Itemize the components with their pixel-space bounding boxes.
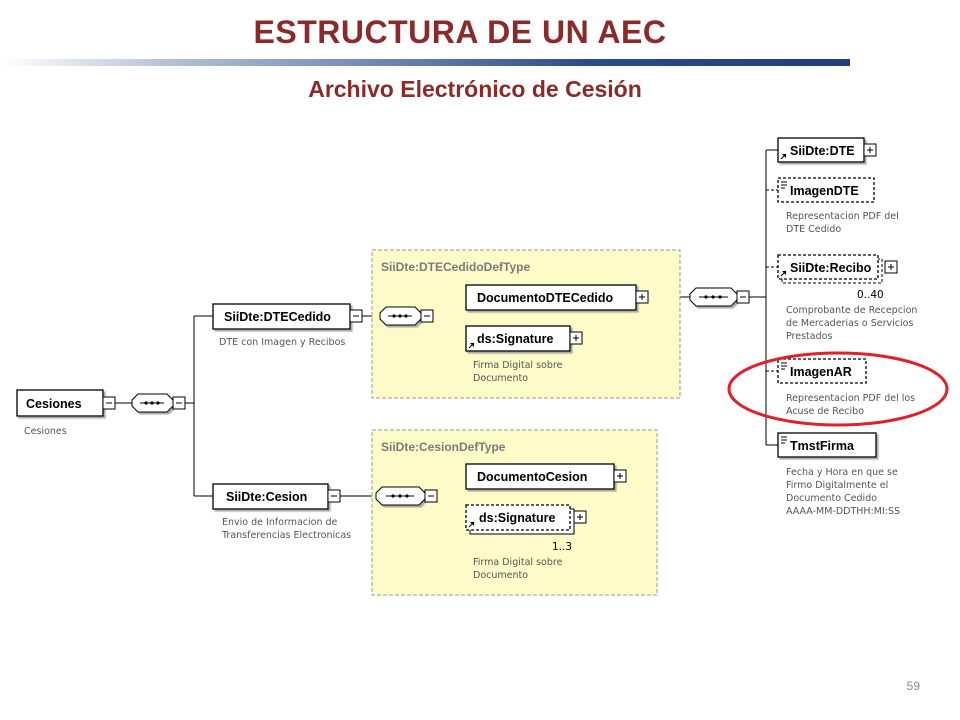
node-cesiones[interactable]: Cesiones (16, 389, 116, 417)
slide-subtitle: Archivo Electrónico de Cesión (308, 76, 642, 102)
node-imagen-ar[interactable]: ImagenAR (777, 358, 867, 384)
optional-connectors (766, 189, 778, 372)
signature-cesion-annotation-2: Documento (473, 570, 528, 581)
signature-cesion-annotation-1: Firma Digital sobre (473, 557, 563, 568)
signature-dte-annotation-1: Firma Digital sobre (473, 360, 563, 371)
svg-text:ds:Signature: ds:Signature (477, 332, 553, 346)
svg-text:ds:Signature: ds:Signature (479, 511, 555, 525)
svg-text:SiiDte:Cesion: SiiDte:Cesion (226, 490, 307, 504)
node-signature-cesion[interactable]: ds:Signature (465, 504, 587, 535)
expand-icon[interactable] (569, 331, 583, 345)
dte-cedido-type-label: SiiDte:DTECedidoDefType (381, 260, 530, 274)
svg-text:ImagenAR: ImagenAR (790, 365, 852, 379)
recibo-cardinality: 0..40 (857, 289, 884, 301)
signature-dte-annotation-2: Documento (473, 373, 528, 384)
sequence-compositor-icon[interactable] (379, 306, 434, 326)
node-imagen-dte[interactable]: ImagenDTE (777, 177, 875, 203)
element-text-icon (781, 436, 787, 444)
tmst-firma-annotation-1: Fecha y Hora en que se (786, 467, 898, 478)
reference-arrow-icon (468, 342, 475, 349)
svg-text:SiiDte:DTE: SiiDte:DTE (790, 144, 855, 158)
reference-arrow-icon (780, 270, 787, 277)
highlight-ellipse (727, 351, 949, 427)
signature-cesion-cardinality: 1..3 (552, 541, 572, 553)
node-sii-recibo[interactable]: SiiDte:Recibo (777, 254, 898, 284)
page-number: 59 (906, 679, 920, 693)
slide-title: ESTRUCTURA DE UN AEC (253, 14, 667, 50)
reference-arrow-icon (780, 153, 787, 160)
cesion-type-label: SiiDte:CesionDefType (381, 440, 506, 454)
node-sii-dte[interactable]: SiiDte:DTE (777, 137, 877, 163)
sequence-compositor-icon[interactable] (375, 486, 438, 506)
tmst-firma-annotation-4: AAAA-MM-DDTHH:MI:SS (786, 506, 900, 517)
node-documento-cesion[interactable]: DocumentoCesion (465, 463, 627, 490)
collapse-icon[interactable] (327, 489, 341, 503)
expand-icon[interactable] (613, 469, 627, 483)
tmst-firma-annotation-3: Documento Cedido (786, 493, 877, 504)
imagen-dte-annotation-1: Representacion PDF del (786, 211, 899, 222)
svg-text:ImagenDTE: ImagenDTE (790, 184, 859, 198)
expand-icon[interactable] (884, 260, 898, 274)
svg-text:SiiDte:DTECedido: SiiDte:DTECedido (224, 310, 331, 324)
reference-arrow-icon (468, 521, 475, 528)
svg-text:SiiDte:Recibo: SiiDte:Recibo (790, 261, 872, 275)
node-signature-dte[interactable]: ds:Signature (465, 325, 583, 352)
expand-icon[interactable] (863, 143, 877, 157)
expand-icon[interactable] (573, 510, 587, 524)
imagen-ar-annotation-2: Acuse de Recibo (786, 406, 864, 417)
svg-text:DocumentoDTECedido: DocumentoDTECedido (477, 291, 613, 305)
cesion-annotation-1: Envio de Informacion de (222, 517, 338, 528)
node-dte-cedido[interactable]: SiiDte:DTECedido (212, 303, 363, 330)
recibo-annotation-3: Prestados (786, 331, 832, 342)
imagen-dte-annotation-2: DTE Cedido (786, 224, 841, 235)
svg-text:DocumentoCesion: DocumentoCesion (477, 470, 587, 484)
tmst-firma-annotation-2: Firmo Digitalmente el (786, 480, 888, 491)
expand-icon[interactable] (635, 290, 649, 304)
imagen-ar-annotation-1: Representacion PDF del los (786, 393, 915, 404)
node-documento-dte-cedido[interactable]: DocumentoDTECedido (465, 284, 649, 311)
node-tmst-firma[interactable]: TmstFirma (777, 432, 877, 458)
dte-cedido-type-box (371, 249, 681, 399)
cesion-annotation-2: Transferencias Electronicas (221, 530, 351, 541)
element-text-icon (781, 362, 787, 370)
svg-text:TmstFirma: TmstFirma (790, 439, 855, 453)
recibo-annotation-1: Comprobante de Recepcion (786, 305, 917, 316)
recibo-annotation-2: de Mercaderias o Servicios (786, 318, 913, 329)
svg-text:Cesiones: Cesiones (26, 397, 82, 411)
collapse-icon[interactable] (102, 396, 116, 410)
node-cesion[interactable]: SiiDte:Cesion (212, 483, 341, 510)
collapse-icon[interactable] (349, 309, 363, 323)
cesiones-annotation: Cesiones (24, 426, 67, 437)
sequence-compositor-icon[interactable] (689, 287, 750, 307)
title-underline-rule (0, 59, 850, 66)
element-text-icon (781, 181, 787, 189)
sequence-compositor-icon[interactable] (131, 393, 186, 413)
dte-cedido-annotation: DTE con Imagen y Recibos (219, 337, 345, 348)
